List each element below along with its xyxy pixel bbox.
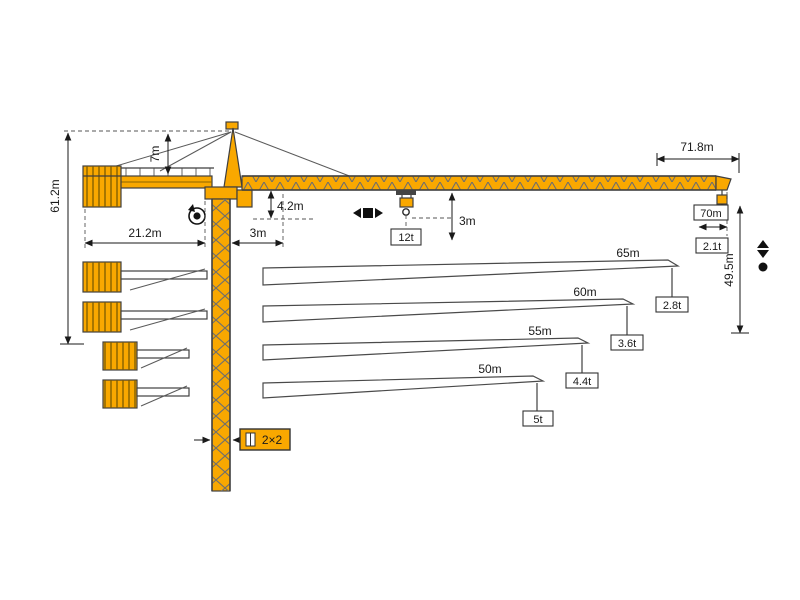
tip-load-label: 2.1t bbox=[703, 241, 721, 253]
jib-config-60m: 60m 3.6t bbox=[262, 285, 644, 351]
config-length-label: 60m bbox=[573, 285, 596, 299]
hook-block bbox=[399, 197, 414, 208]
dim-overall-height-label: 61.2m bbox=[48, 179, 62, 212]
dim-jib-root-height-label: 4.2m bbox=[277, 199, 304, 213]
dim-tower-head-label: 7m bbox=[148, 146, 162, 163]
trolley bbox=[396, 190, 416, 195]
dim-max-radius-label: 70m bbox=[700, 208, 721, 220]
dim-min-radius: 3m bbox=[231, 194, 284, 249]
trolley-travel-icon bbox=[353, 208, 383, 218]
apex-pulley bbox=[225, 121, 239, 130]
config-load-label: 2.8t bbox=[663, 300, 681, 312]
dim-trolley-spacing: 3m bbox=[412, 192, 476, 241]
operator-cab bbox=[236, 189, 253, 208]
handrail-posts bbox=[125, 168, 211, 176]
jib-config-55m: 55m 4.4t bbox=[262, 324, 599, 389]
counterweight-option-2 bbox=[82, 301, 208, 333]
tip-hook-block bbox=[716, 194, 728, 205]
dim-hook-height-label: 49.5m bbox=[722, 253, 736, 286]
reeving-label: 2×2 bbox=[262, 433, 283, 447]
config-load-label: 4.4t bbox=[573, 376, 591, 388]
tip-load-callout: 2.1t bbox=[695, 237, 729, 254]
config-load-label: 3.6t bbox=[618, 338, 636, 350]
max-load-callout: 12t bbox=[390, 215, 422, 246]
max-load-label: 12t bbox=[398, 232, 413, 244]
dim-max-radius: 70m bbox=[693, 192, 729, 236]
dim-jib-root-height: 4.2m bbox=[253, 190, 316, 220]
counterweight-option-3 bbox=[102, 341, 190, 371]
jib-config-50m: 50m 5t bbox=[262, 362, 554, 427]
config-length-label: 65m bbox=[616, 246, 639, 260]
counterweight-option-4 bbox=[102, 379, 190, 409]
counterweight-stripes bbox=[83, 166, 121, 207]
hook-icon bbox=[402, 208, 410, 216]
dimensions: 71.8m 7m 61.2m 21.2m 3m bbox=[48, 132, 749, 345]
dim-jib-length: 71.8m bbox=[656, 140, 740, 173]
slewing-rotation-icon bbox=[188, 204, 206, 225]
counterweight-option-1 bbox=[82, 261, 208, 293]
dim-jib-length-label: 71.8m bbox=[680, 140, 713, 154]
dim-overall-height: 61.2m bbox=[48, 132, 84, 345]
reeving-callout: 2×2 bbox=[194, 428, 291, 451]
jib-tip bbox=[715, 175, 732, 191]
dim-hook-height: 49.5m bbox=[722, 205, 749, 334]
dim-counterjib-radius-label: 21.2m bbox=[128, 226, 161, 240]
slewing-platform bbox=[204, 186, 238, 200]
counterjib-pendant-line-1 bbox=[159, 131, 232, 172]
dim-trolley-spacing-label: 3m bbox=[459, 214, 476, 228]
dim-counterjib-radius: 21.2m bbox=[84, 201, 206, 249]
dim-min-radius-label: 3m bbox=[250, 226, 267, 240]
mast-lattice bbox=[212, 199, 230, 491]
config-length-label: 55m bbox=[528, 324, 551, 338]
jib-config-65m: 65m 2.8t bbox=[262, 246, 689, 313]
config-load-label: 5t bbox=[533, 414, 542, 426]
config-length-label: 50m bbox=[478, 362, 501, 376]
hoisting-icon bbox=[757, 240, 769, 272]
dim-tower-head: 7m bbox=[148, 133, 172, 175]
jib-lattice bbox=[242, 176, 716, 190]
main-crane bbox=[64, 121, 769, 492]
tower-apex bbox=[223, 127, 243, 188]
jib-pendant-line bbox=[234, 131, 353, 178]
